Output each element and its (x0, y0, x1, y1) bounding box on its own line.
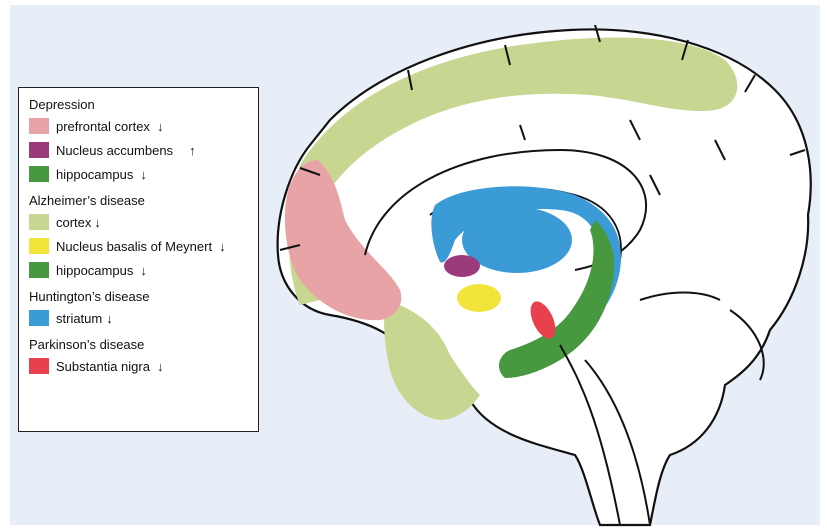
legend-swatch-hippocampus (29, 166, 49, 182)
legend-label: cortex (56, 215, 91, 230)
legend-item: Nucleus basalis of Meynert ↓ (29, 234, 258, 258)
legend-box: Depression prefrontal cortex ↓ Nucleus a… (18, 87, 259, 432)
legend-group-title: Alzheimer’s disease (29, 192, 258, 210)
legend-swatch-hippocampus (29, 262, 49, 278)
legend-item: prefrontal cortex ↓ (29, 114, 258, 138)
legend-item: Nucleus accumbens ↑ (29, 138, 258, 162)
legend-label: Nucleus basalis of Meynert (56, 239, 212, 254)
legend-item: striatum ↓ (29, 306, 258, 330)
legend-swatch-cortex (29, 214, 49, 230)
legend-group-title: Parkinson’s disease (29, 336, 258, 354)
legend-label: striatum (56, 311, 102, 326)
arrow-up-icon: ↑ (189, 143, 196, 158)
legend-item: Substantia nigra ↓ (29, 354, 258, 378)
legend-group-title: Huntington’s disease (29, 288, 258, 306)
legend-item: hippocampus ↓ (29, 258, 258, 282)
legend-label: prefrontal cortex (56, 119, 150, 134)
arrow-down-icon: ↓ (219, 239, 226, 254)
legend-item: hippocampus ↓ (29, 162, 258, 186)
legend-group-title: Depression (29, 96, 258, 114)
legend-item: cortex ↓ (29, 210, 258, 234)
nucleus-basalis-region (457, 284, 501, 312)
legend-label: hippocampus (56, 167, 133, 182)
legend-swatch-nucleus-basalis (29, 238, 49, 254)
legend-label: hippocampus (56, 263, 133, 278)
arrow-down-icon: ↓ (140, 167, 147, 182)
arrow-down-icon: ↓ (157, 359, 164, 374)
arrow-down-icon: ↓ (94, 215, 101, 230)
legend-label: Nucleus accumbens (56, 143, 173, 158)
legend-swatch-substantia-nigra (29, 358, 49, 374)
arrow-down-icon: ↓ (140, 263, 147, 278)
legend-swatch-striatum (29, 310, 49, 326)
arrow-down-icon: ↓ (157, 119, 164, 134)
legend-label: Substantia nigra (56, 359, 150, 374)
nucleus-accumbens-region (444, 255, 480, 277)
legend-swatch-nucleus-accumbens (29, 142, 49, 158)
legend-swatch-prefrontal-cortex (29, 118, 49, 134)
arrow-down-icon: ↓ (106, 311, 113, 326)
